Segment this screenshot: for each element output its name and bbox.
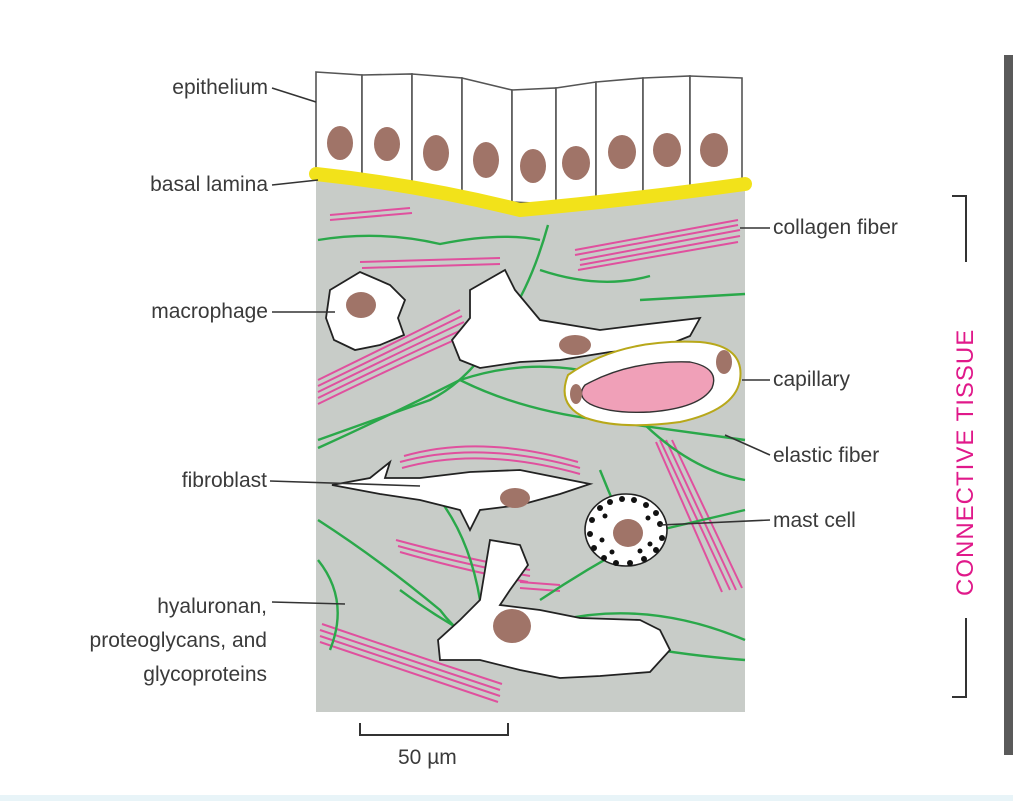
fibroblast-middle-nucleus bbox=[500, 488, 530, 508]
macrophage-nucleus bbox=[346, 292, 376, 318]
basal-lamina bbox=[309, 167, 752, 218]
epithelial-nuclei bbox=[327, 126, 728, 183]
label-capillary: capillary bbox=[773, 368, 851, 391]
label-elastic-fiber: elastic fiber bbox=[773, 444, 880, 467]
collagen-fibers bbox=[317, 207, 743, 703]
label-epithelium: epithelium bbox=[172, 76, 268, 99]
label-hyaluronan-proteoglycans-glycoproteins: hyaluronan, proteoglycans, and glycoprot… bbox=[89, 595, 267, 686]
mast-cell-nucleus bbox=[613, 519, 643, 547]
micrograph-edge bbox=[1004, 55, 1013, 755]
label-connective-tissue: CONNECTIVE TISSUE bbox=[952, 328, 979, 596]
capillary-cell-nucleus-2 bbox=[570, 384, 582, 404]
connective-tissue-bracket bbox=[952, 195, 967, 698]
fibroblast-middle bbox=[331, 459, 594, 533]
label-macrophage: macrophage bbox=[151, 300, 268, 323]
scale-bar bbox=[359, 723, 509, 736]
capillary-lumen bbox=[580, 361, 715, 414]
capillary-cell-nucleus bbox=[716, 350, 732, 374]
label-scale-bar: 50 µm bbox=[398, 746, 457, 769]
leader-lines bbox=[269, 87, 771, 605]
fibroblast-upper-nucleus bbox=[559, 335, 591, 355]
connective-tissue-matrix bbox=[316, 178, 745, 712]
label-mast-cell: mast cell bbox=[773, 509, 856, 532]
label-basal-lamina: basal lamina bbox=[150, 173, 268, 196]
mast-cell-granules bbox=[587, 496, 665, 566]
fibroblast-lower bbox=[437, 538, 672, 679]
bottom-band bbox=[0, 795, 1013, 801]
label-fibroblast: fibroblast bbox=[181, 469, 267, 492]
fibroblast-lower-nucleus bbox=[493, 609, 531, 643]
label-collagen-fiber: collagen fiber bbox=[773, 216, 898, 239]
